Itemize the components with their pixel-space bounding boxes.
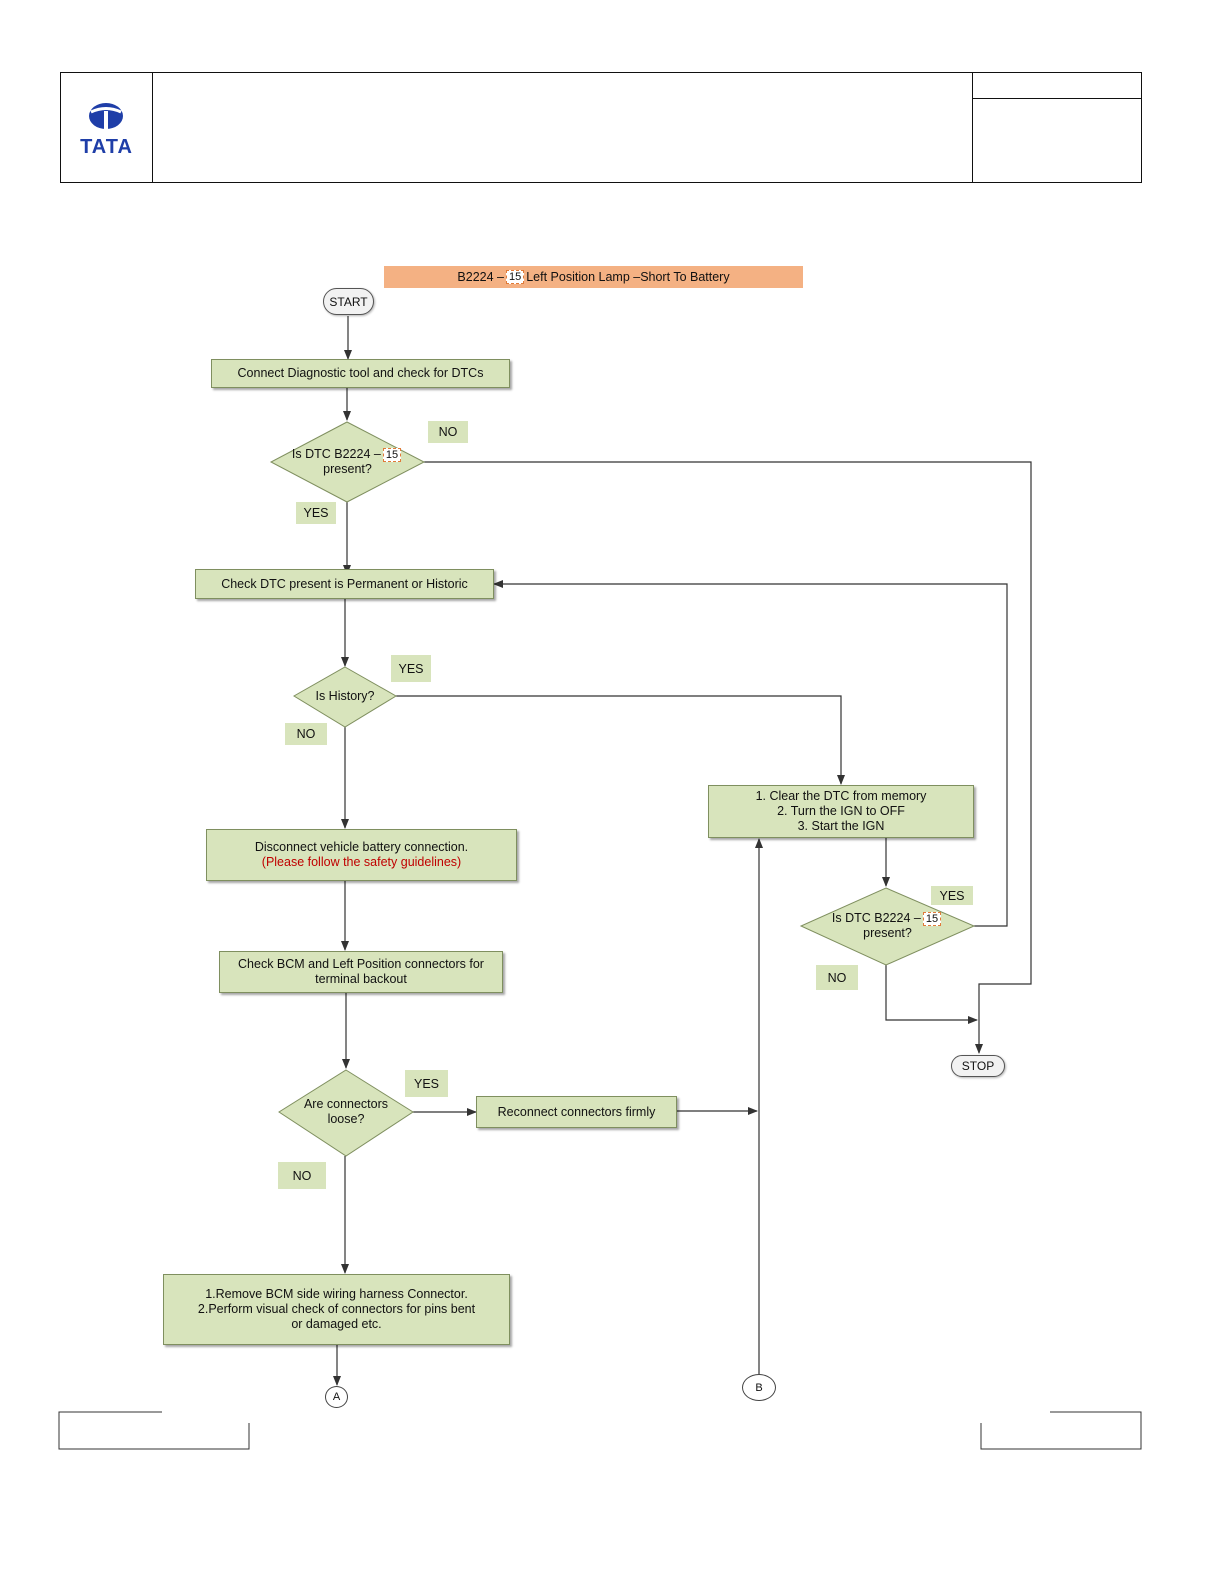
decision-dtc-recheck: Is DTC B2224 –15 present? [801, 905, 974, 947]
header-frame [60, 72, 1142, 183]
safety-note: (Please follow the safety guidelines) [261, 855, 462, 869]
diagram-title: B2224 – 15 Left Position Lamp –Short To … [384, 266, 803, 288]
stop-terminal: STOP [951, 1055, 1005, 1077]
decision-loose-line1: Are connectors [303, 1097, 389, 1111]
label-no-history: NO [285, 723, 327, 745]
decision-recheck-suffix: present? [863, 926, 912, 940]
connector-b: B [742, 1374, 776, 1401]
start-terminal: START [323, 288, 374, 315]
header-right-divider [972, 98, 1142, 99]
step-clear-line3: 3. Start the IGN [797, 819, 885, 833]
step-disconnect-battery: Disconnect vehicle battery connection. (… [206, 829, 517, 881]
header-logo-cell: TATA [60, 72, 153, 183]
connector-a: A [325, 1386, 348, 1408]
step-reconnect-connectors: Reconnect connectors firmly [476, 1096, 677, 1128]
decision-dtc-present: Is DTC B2224 –15 present? [271, 440, 424, 484]
decision-history: Is History? [315, 688, 375, 703]
step-clear-line2: 2. Turn the IGN to OFF [777, 804, 905, 818]
footer-brackets [58, 1411, 1142, 1450]
label-no-loose: NO [278, 1162, 326, 1189]
decision-connectors-loose: Are connectors loose? [279, 1094, 413, 1130]
decision-dtc-suffix: present? [323, 462, 372, 476]
header-right-cell [972, 72, 1142, 183]
label-no-dtc-present: NO [428, 421, 468, 443]
label-yes-dtc-present: YES [296, 502, 336, 524]
label-no-recheck: NO [816, 965, 858, 990]
step-disconnect-text: Disconnect vehicle battery connection. [254, 840, 469, 854]
step-check-bcm-connectors: Check BCM and Left Position connectors f… [219, 951, 503, 993]
decision-recheck-prefix: Is DTC B2224 – [831, 911, 921, 925]
label-yes-history: YES [391, 655, 431, 682]
decision-history-shape [293, 666, 397, 728]
decision-recheck-line1: Is DTC B2224 –15 [832, 911, 943, 926]
decision-loose-shape [278, 1069, 414, 1157]
step-check-bcm-line2: terminal backout [315, 972, 407, 986]
tata-logo [89, 103, 123, 129]
decision-dtc-present-line1: Is DTC B2224 –15 [292, 447, 403, 462]
step-remove-bcm-connector: 1.Remove BCM side wiring harness Connect… [163, 1274, 510, 1345]
step-remove-line3: or damaged etc. [291, 1317, 382, 1331]
step-clear-line1: 1. Clear the DTC from memory [755, 789, 927, 803]
step-check-permanent-historic: Check DTC present is Permanent or Histor… [195, 569, 494, 599]
decision-recheck-code: 15 [922, 912, 942, 926]
label-yes-loose: YES [405, 1070, 448, 1097]
decision-dtc-recheck-shape [799, 887, 976, 966]
title-prefix: B2224 – [457, 270, 504, 284]
title-suffix: Left Position Lamp –Short To Battery [526, 270, 730, 284]
step-connect-diagnostic: Connect Diagnostic tool and check for DT… [211, 359, 510, 388]
step-clear-dtc: 1. Clear the DTC from memory 2. Turn the… [708, 785, 974, 838]
decision-loose-line2: loose? [327, 1112, 365, 1126]
step-check-bcm-line1: Check BCM and Left Position connectors f… [238, 957, 484, 971]
label-yes-recheck: YES [931, 886, 973, 905]
step-remove-line1: 1.Remove BCM side wiring harness Connect… [205, 1287, 468, 1301]
decision-dtc-code: 15 [382, 448, 402, 462]
decision-dtc-prefix: Is DTC B2224 – [291, 447, 381, 461]
step-remove-line2: 2.Perform visual check of connectors for… [197, 1302, 476, 1316]
title-code: 15 [505, 270, 525, 284]
logo-text: TATA [80, 136, 133, 158]
